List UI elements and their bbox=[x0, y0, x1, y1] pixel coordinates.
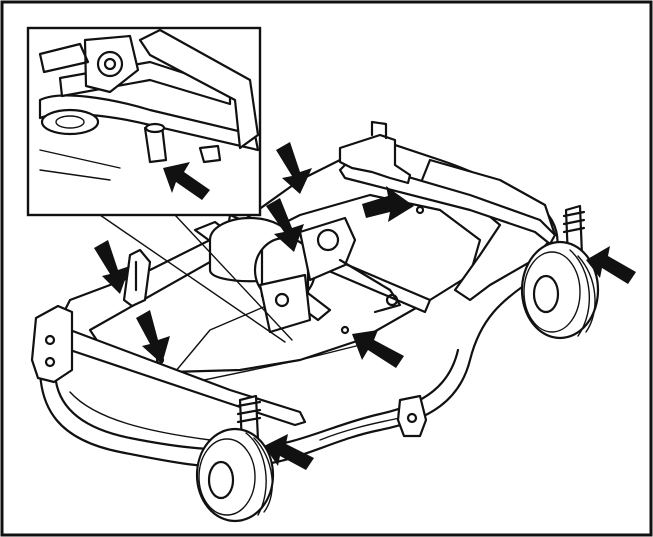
inset-detail bbox=[26, 26, 293, 343]
inset-pivot-arrow bbox=[163, 162, 210, 200]
left-hanger-arrow bbox=[94, 240, 130, 294]
gearbox bbox=[208, 216, 402, 334]
rear-hitch-bracket bbox=[338, 133, 412, 185]
inset-leader-right bbox=[174, 214, 293, 341]
belt-cover-arrow bbox=[352, 330, 404, 368]
gearbox-arrow bbox=[266, 198, 304, 252]
inset-leader-left bbox=[99, 214, 286, 343]
rear-hitch-arrow bbox=[276, 142, 312, 194]
callout-arrows bbox=[94, 142, 636, 470]
left-caster-wheel bbox=[195, 427, 275, 523]
rear-bracket-arrow bbox=[362, 186, 414, 222]
right-caster-wheel bbox=[520, 240, 600, 340]
left-deck-arrow bbox=[136, 310, 170, 364]
front-caster-arrow bbox=[264, 434, 314, 470]
mower-deck bbox=[30, 120, 600, 523]
right-caster-arrow bbox=[586, 246, 636, 284]
